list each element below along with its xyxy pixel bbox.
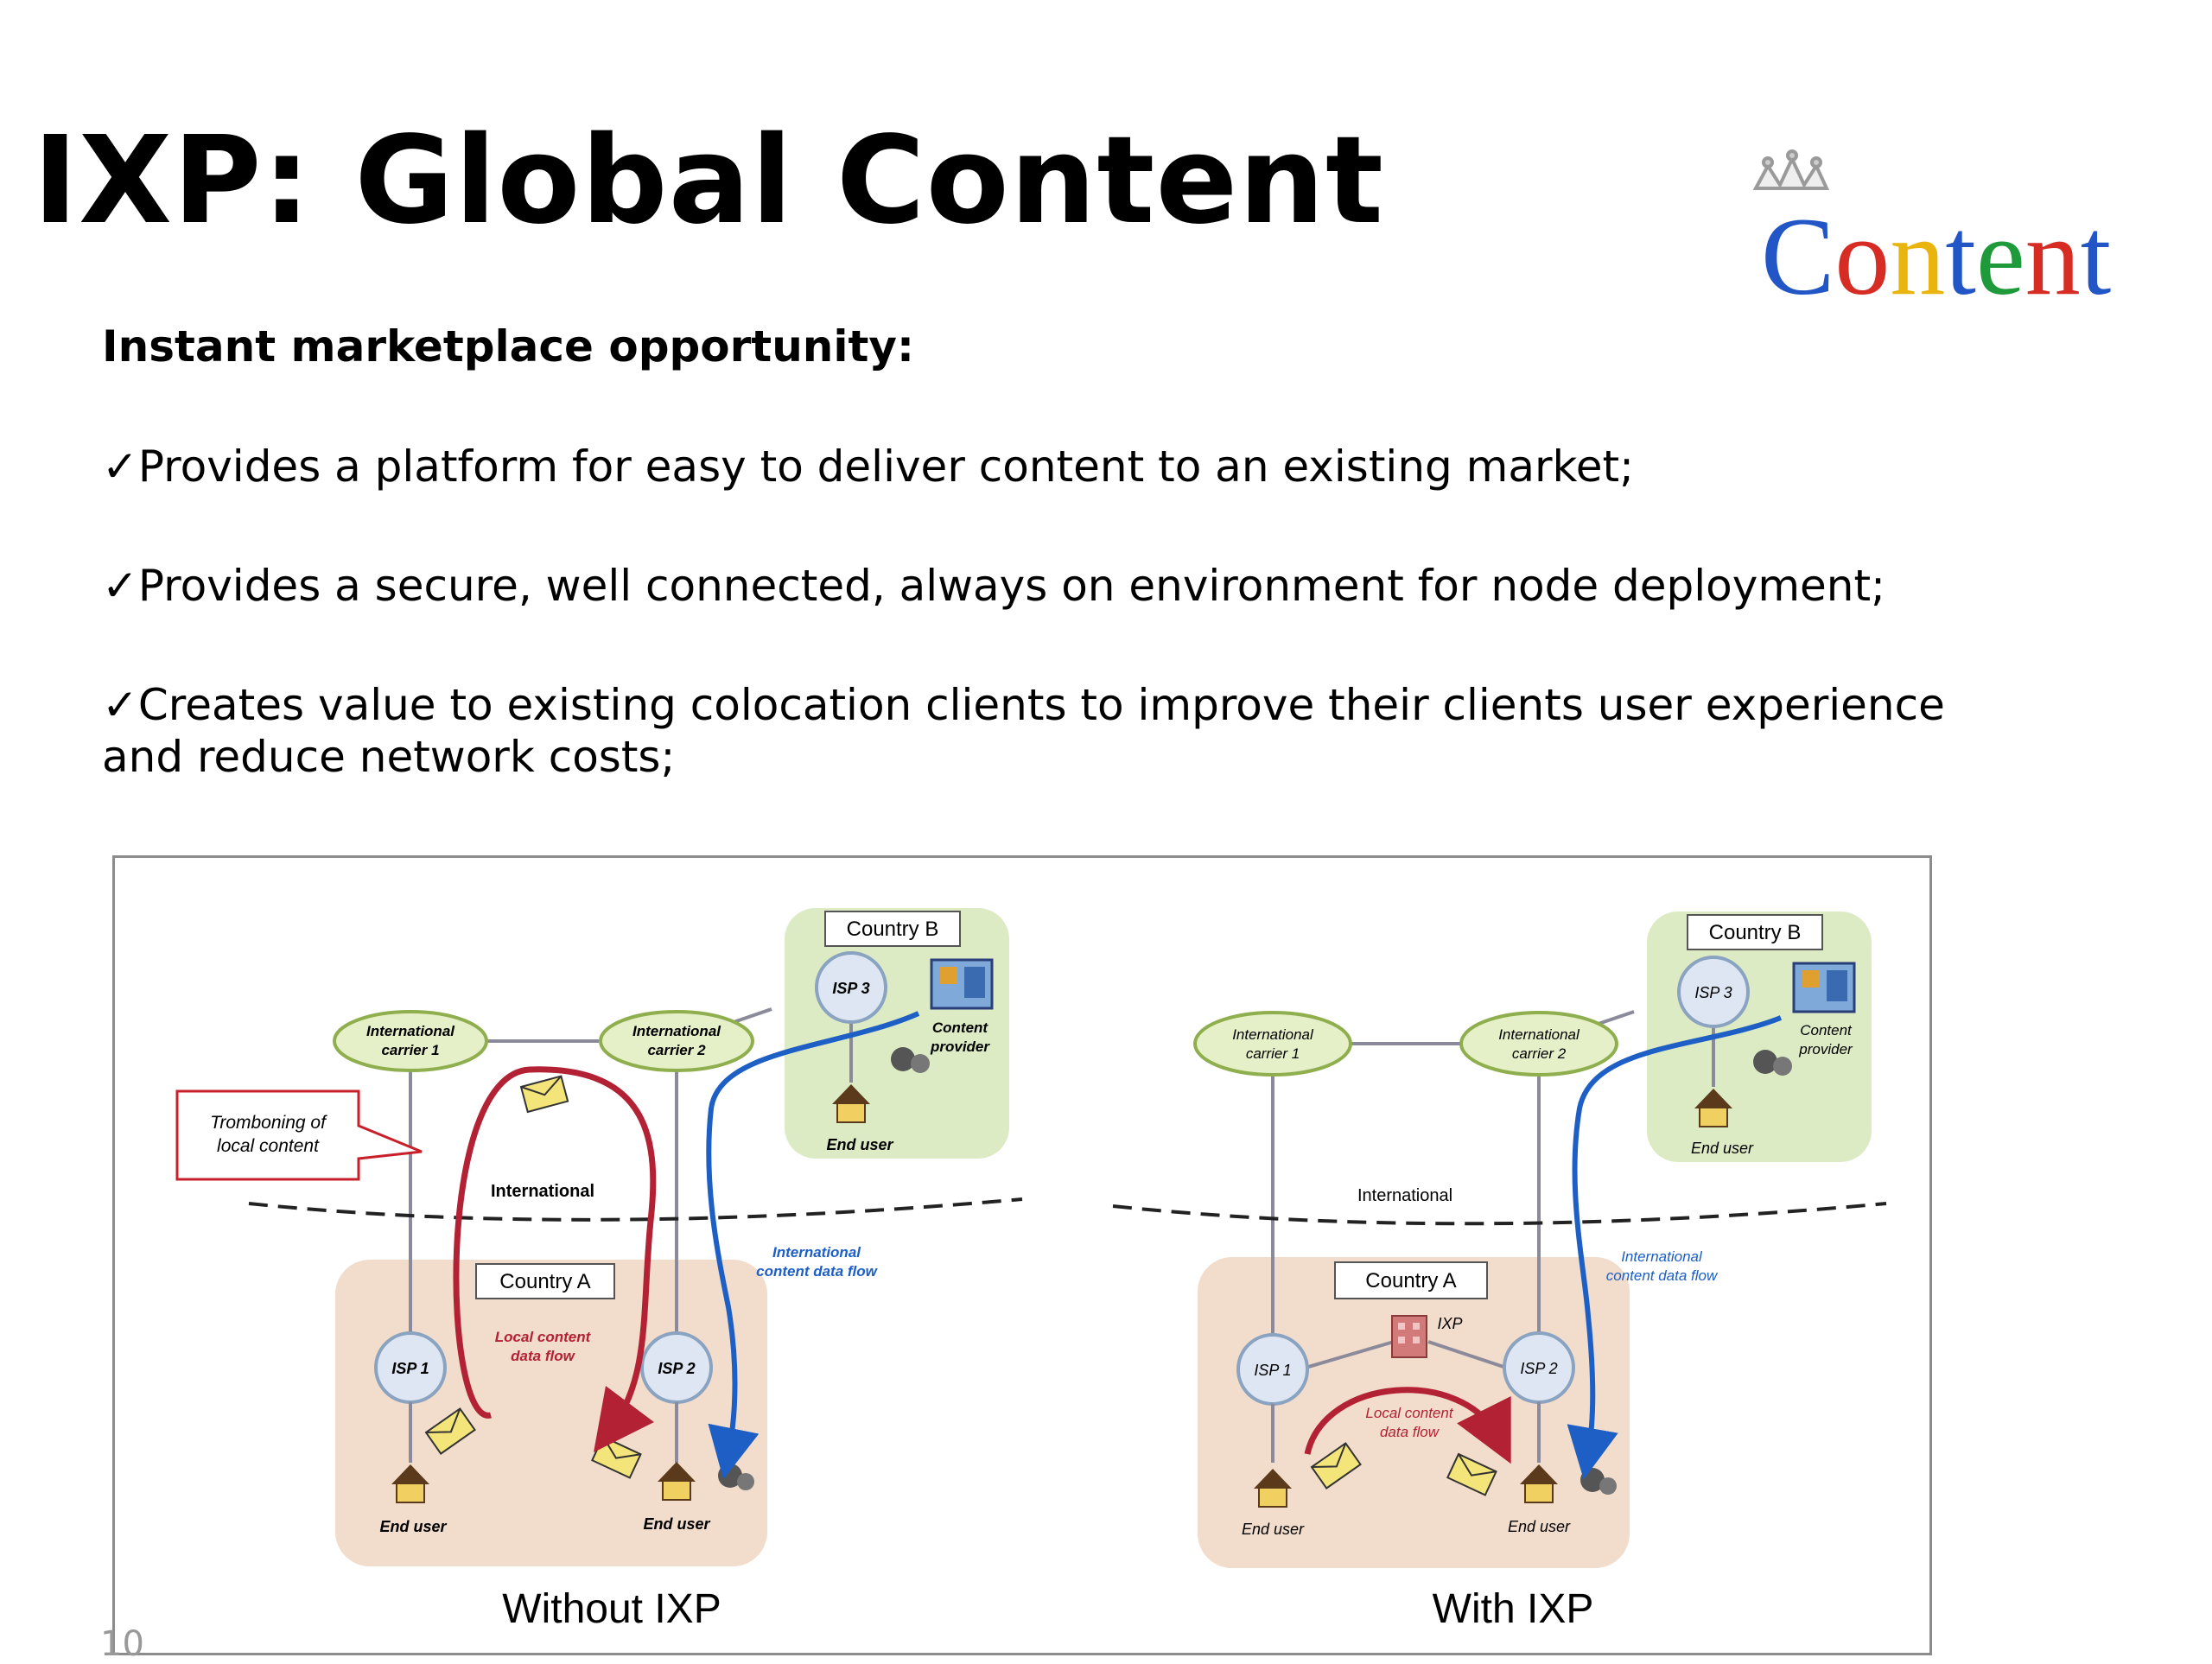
house-icon (1520, 1464, 1558, 1503)
content-server-icon (930, 958, 994, 1010)
carrier-2-label-2: carrier 2 (647, 1042, 706, 1058)
bullet-1: ✓Provides a platform for easy to deliver… (102, 441, 1634, 492)
subtitle: Instant marketplace opportunity: (102, 321, 915, 372)
country-b-label: Country B (847, 918, 939, 941)
content-provider-label-2: provider (930, 1038, 990, 1055)
isp-3-node (1677, 956, 1750, 1028)
intl-flow-label-2: content data flow (756, 1263, 879, 1280)
isp-3-label: ISP 3 (1694, 984, 1732, 1001)
content-logo: Content (1752, 149, 2111, 318)
panel-with-ixp: Country B Country A International carrie… (1112, 911, 1887, 1632)
international-label: International (491, 1182, 594, 1201)
international-label: International (1357, 1186, 1452, 1205)
country-b-label-box (1687, 914, 1823, 950)
country-a-label: Country A (1365, 1269, 1456, 1292)
local-flow-label: Local content (495, 1329, 592, 1345)
intl-flow-label-2: content data flow (1606, 1267, 1719, 1284)
country-a-label: Country A (499, 1270, 590, 1293)
carrier-2-node (1459, 1011, 1618, 1077)
international-boundary (1112, 1202, 1887, 1226)
content-provider-label-2: provider (1798, 1041, 1853, 1057)
country-a-label-box (1334, 1261, 1488, 1299)
content-server-icon (1792, 962, 1856, 1013)
content-provider-label: Content (932, 1019, 989, 1036)
house-icon (658, 1462, 696, 1501)
carrier-1-label-2: carrier 1 (1246, 1045, 1300, 1062)
bullet-3: ✓Creates value to existing colocation cl… (102, 680, 1945, 782)
isp-3-node (815, 951, 887, 1024)
isp-1-label: ISP 1 (1254, 1362, 1291, 1379)
local-flow-label-2: data flow (1380, 1424, 1440, 1440)
envelope-icon (424, 1407, 476, 1455)
ixp-building-icon (1391, 1315, 1427, 1358)
caption-with-ixp: With IXP (1433, 1586, 1594, 1632)
caption-without-ixp: Without IXP (502, 1586, 721, 1632)
carrier-1-node (1193, 1011, 1352, 1077)
carrier-2-label-2: carrier 2 (1512, 1045, 1567, 1062)
house-icon (1254, 1469, 1292, 1508)
intl-flow-label: International (1621, 1248, 1703, 1265)
isp-2-label: ISP 2 (658, 1360, 695, 1377)
carrier-1-label-2: carrier 1 (381, 1042, 439, 1058)
tromboning-label-2: local content (217, 1136, 320, 1156)
local-content-flow-arrow (1304, 1387, 1511, 1464)
tromboning-callout (175, 1089, 423, 1181)
country-a-region (1198, 1257, 1630, 1568)
end-user-label-2: End user (1508, 1518, 1571, 1535)
carrier-2-node (599, 1010, 754, 1072)
house-icon (1694, 1089, 1732, 1127)
isp-2-label: ISP 2 (1520, 1360, 1557, 1377)
country-b-label-box (824, 911, 961, 947)
country-b-label: Country B (1709, 921, 1802, 944)
carrier-1-node (333, 1010, 488, 1072)
house-icon (391, 1464, 429, 1503)
end-user-label-b: End user (826, 1136, 893, 1153)
end-user-label-1: End user (379, 1518, 447, 1535)
international-boundary (248, 1197, 1023, 1222)
intl-flow-label: International (772, 1244, 861, 1261)
envelope-icon (1310, 1442, 1362, 1489)
ixp-comparison-figure: Country B Country A International carrie… (112, 855, 1932, 1655)
local-content-flow-arrow (453, 1066, 657, 1453)
international-flow-arrow (706, 1011, 920, 1480)
local-flow-label: Local content (1365, 1405, 1453, 1421)
tromboning-label: Tromboning of (210, 1113, 327, 1133)
ixp-label: IXP (1437, 1315, 1462, 1332)
crown-icon (1752, 149, 1830, 190)
envelope-icon (519, 1075, 569, 1114)
international-flow-arrow (1567, 1015, 1783, 1480)
end-user-label-2: End user (643, 1515, 710, 1533)
logo-text: Content (1761, 195, 2111, 318)
carrier-1-label: International (366, 1023, 455, 1039)
end-user-label-1: End user (1242, 1521, 1305, 1538)
carrier-2-label: International (1498, 1026, 1580, 1043)
isp-1-label: ISP 1 (391, 1360, 429, 1377)
panel-without-ixp: Country B Country A International carrie… (175, 908, 1023, 1632)
page-number: 10 (100, 1624, 144, 1664)
bullet-2: ✓Provides a secure, well connected, alwa… (102, 561, 1885, 611)
local-flow-label-2: data flow (511, 1348, 575, 1364)
carrier-2-label: International (632, 1023, 721, 1039)
content-provider-label: Content (1800, 1022, 1853, 1038)
slide-title: IXP: Global Content (33, 111, 1384, 251)
film-reel-icon (891, 1047, 930, 1073)
isp-3-label: ISP 3 (832, 980, 869, 997)
end-user-label-b: End user (1691, 1140, 1754, 1157)
house-icon (832, 1084, 870, 1123)
carrier-1-label: International (1232, 1026, 1314, 1043)
country-a-label-box (475, 1263, 615, 1299)
film-reel-icon (1753, 1050, 1792, 1076)
